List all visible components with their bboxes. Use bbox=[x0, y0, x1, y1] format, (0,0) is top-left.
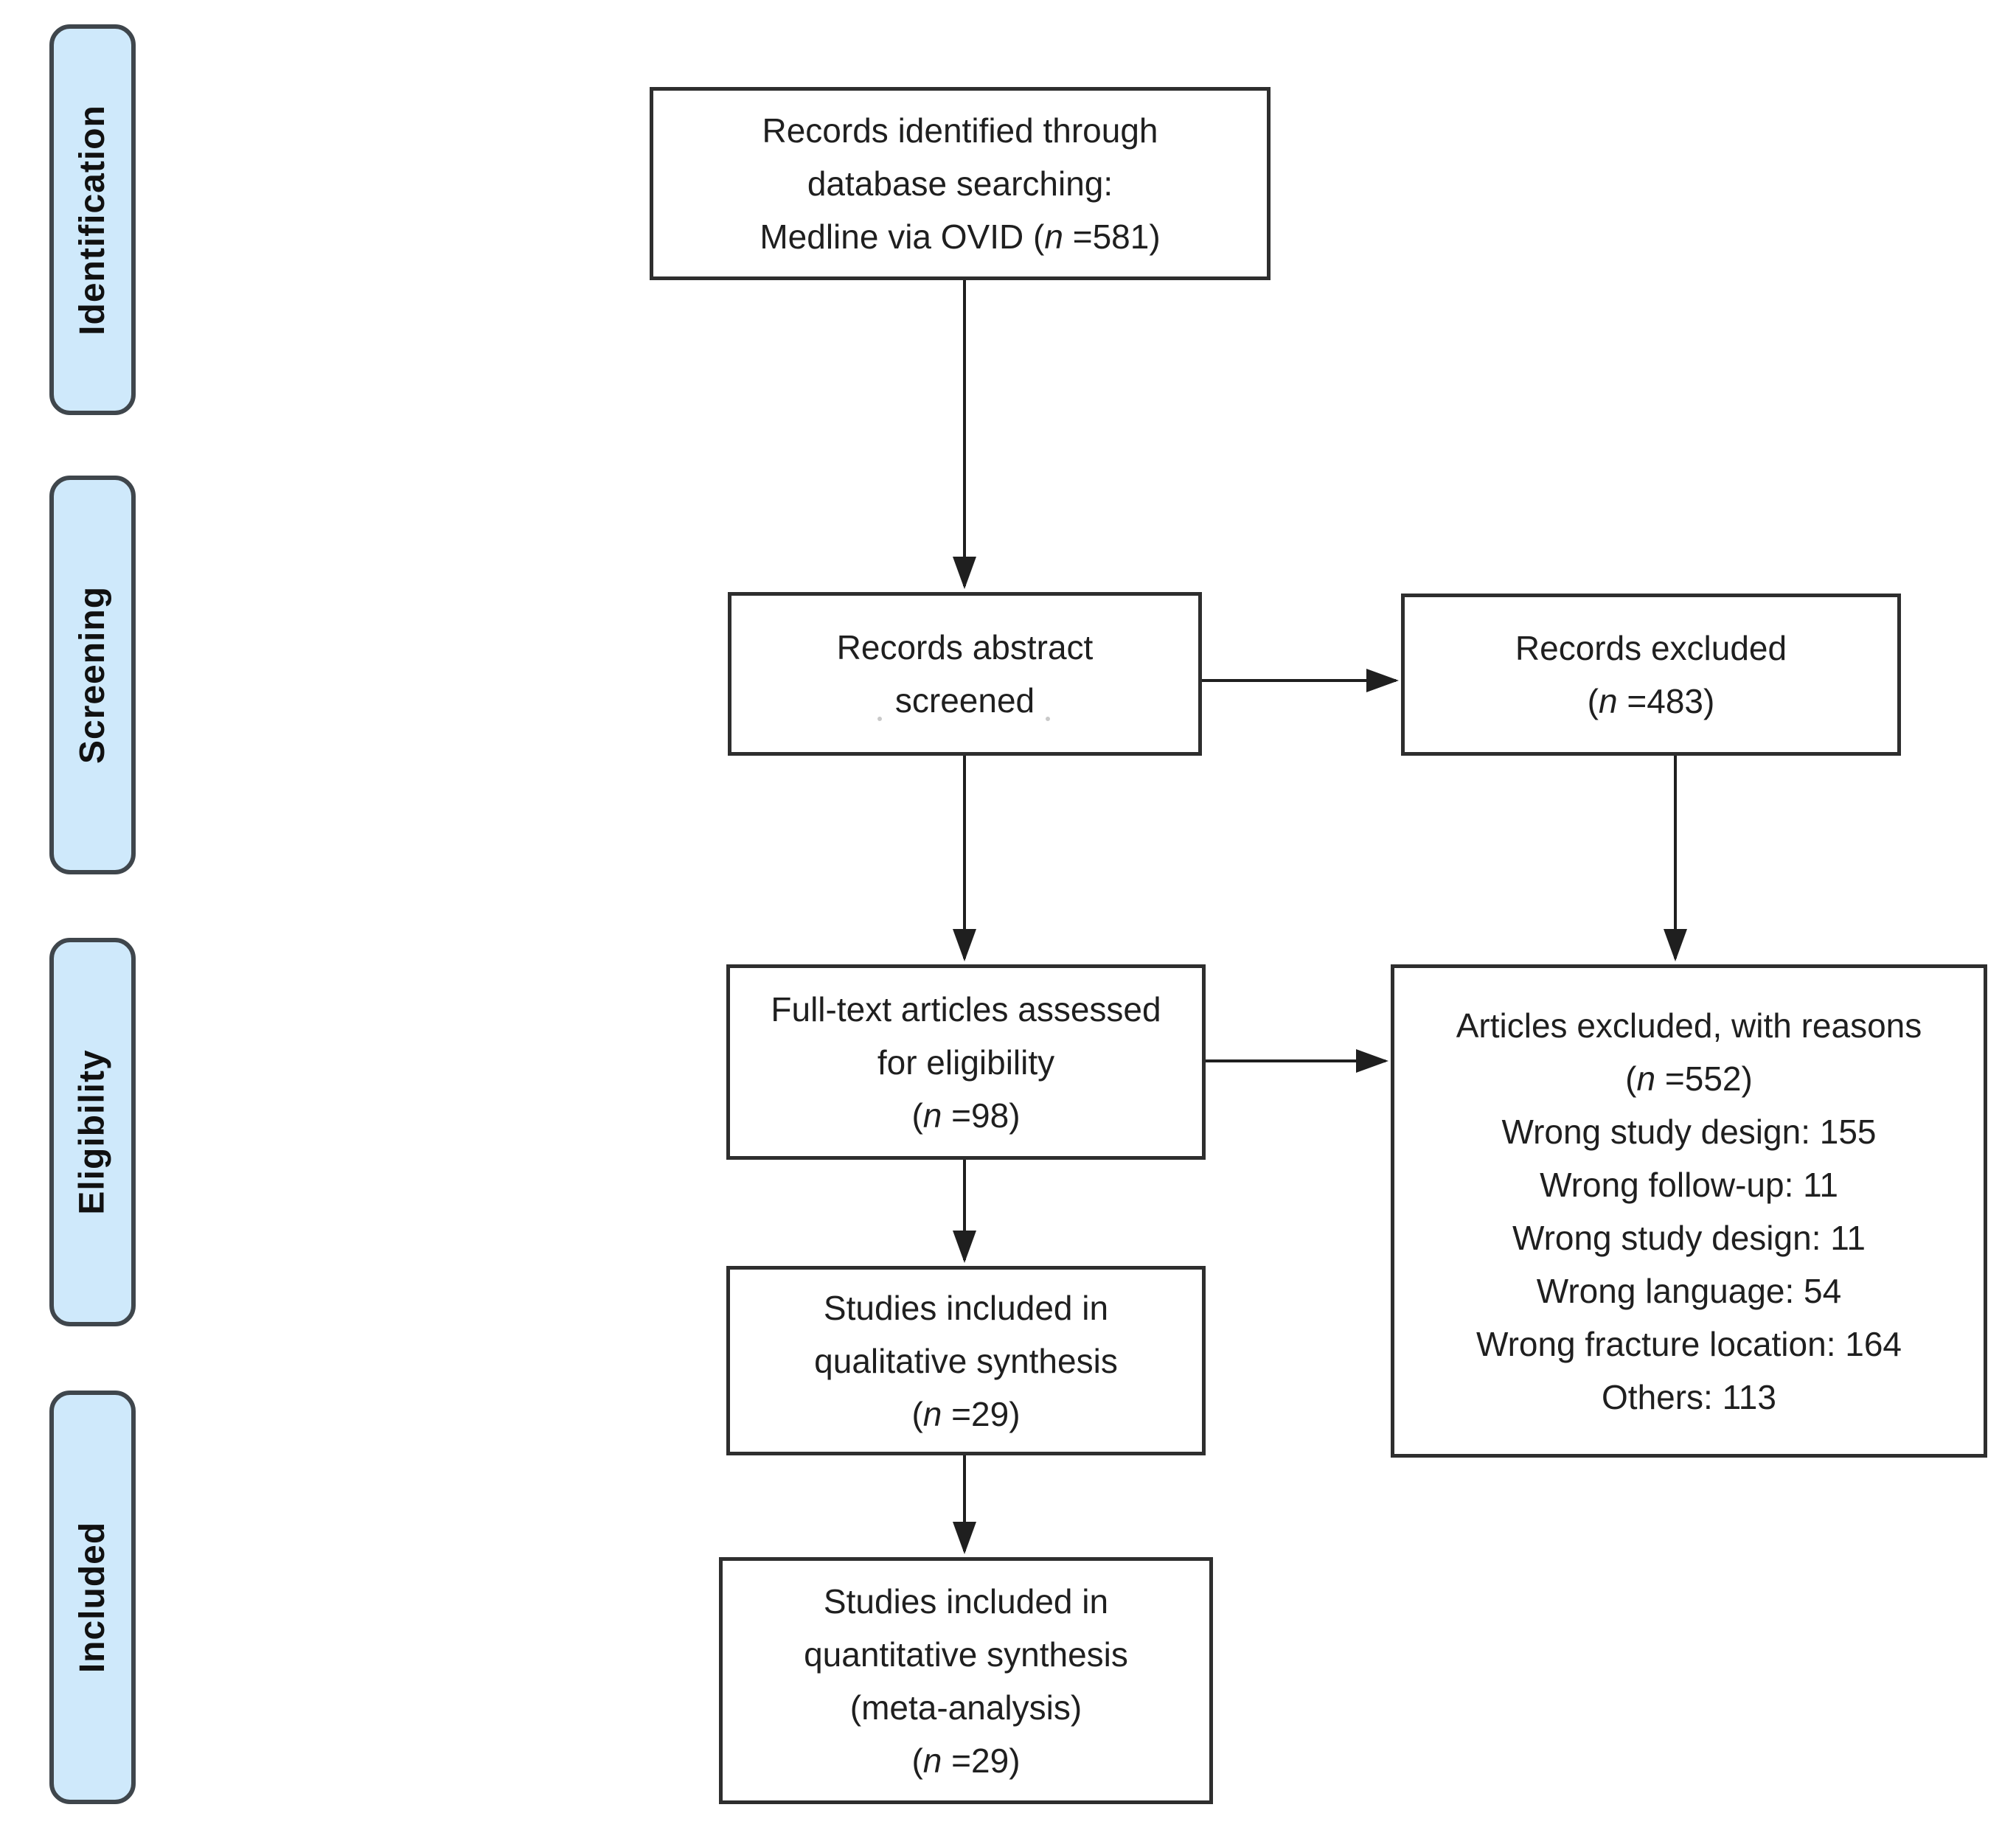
stage-identification: Identification bbox=[49, 24, 136, 415]
box-line: quantitative synthesis bbox=[804, 1635, 1128, 1674]
box-fulltext-assessed: Full-text articles assessed for eligibil… bbox=[726, 964, 1206, 1160]
box-line: Studies included in bbox=[823, 1581, 1109, 1621]
box-line: Articles excluded, with reasons bbox=[1456, 1006, 1922, 1045]
box-line: Records identified through bbox=[762, 111, 1158, 150]
faint-artifact-dot bbox=[1046, 717, 1050, 721]
box-line: Records excluded bbox=[1515, 629, 1787, 667]
box-line: Medline via OVID (n =581) bbox=[760, 217, 1161, 256]
box-line: qualitative synthesis bbox=[814, 1341, 1118, 1380]
box-line: (n =98) bbox=[911, 1096, 1021, 1135]
box-line: for eligibility bbox=[877, 1043, 1055, 1082]
stage-eligibility: Eligibility bbox=[49, 938, 136, 1326]
box-line: Wrong study design: 11 bbox=[1512, 1219, 1866, 1257]
box-line: database searching: bbox=[807, 164, 1113, 203]
box-records-excluded: Records excluded (n =483) bbox=[1401, 594, 1901, 756]
box-qualitative-synthesis: Studies included in qualitative synthesi… bbox=[726, 1266, 1206, 1455]
box-line: Others: 113 bbox=[1602, 1378, 1776, 1416]
box-line: (meta-analysis) bbox=[849, 1688, 1082, 1727]
box-line: Wrong study design: 155 bbox=[1501, 1113, 1877, 1151]
box-records-screened: Records abstract screened bbox=[728, 592, 1202, 756]
box-articles-excluded: Articles excluded, with reasons (n =552)… bbox=[1391, 964, 1987, 1458]
box-line: (n =552) bbox=[1625, 1059, 1753, 1098]
box-line: Wrong follow-up: 11 bbox=[1540, 1166, 1838, 1204]
stage-screening-label: Screening bbox=[73, 585, 113, 765]
stage-screening: Screening bbox=[49, 476, 136, 874]
box-line: (n =29) bbox=[911, 1741, 1021, 1780]
box-line: Wrong language: 54 bbox=[1536, 1272, 1842, 1310]
box-line: Wrong fracture location: 164 bbox=[1475, 1325, 1902, 1363]
stage-included-label: Included bbox=[73, 1521, 112, 1674]
stage-identification-label: Identification bbox=[73, 104, 113, 335]
box-quantitative-synthesis: Studies included in quantitative synthes… bbox=[719, 1557, 1213, 1804]
box-line: screened bbox=[894, 681, 1035, 720]
box-line: (n =29) bbox=[911, 1394, 1021, 1433]
faint-artifact-dot bbox=[877, 717, 882, 721]
box-line: Records abstract bbox=[836, 628, 1094, 667]
box-line: Studies included in bbox=[823, 1288, 1109, 1327]
stage-included: Included bbox=[49, 1391, 136, 1804]
box-line: Full-text articles assessed bbox=[771, 989, 1161, 1029]
box-records-identified: Records identified through database sear… bbox=[650, 87, 1271, 280]
box-line: (n =483) bbox=[1587, 682, 1715, 720]
stage-eligibility-label: Eligibility bbox=[73, 1049, 113, 1215]
